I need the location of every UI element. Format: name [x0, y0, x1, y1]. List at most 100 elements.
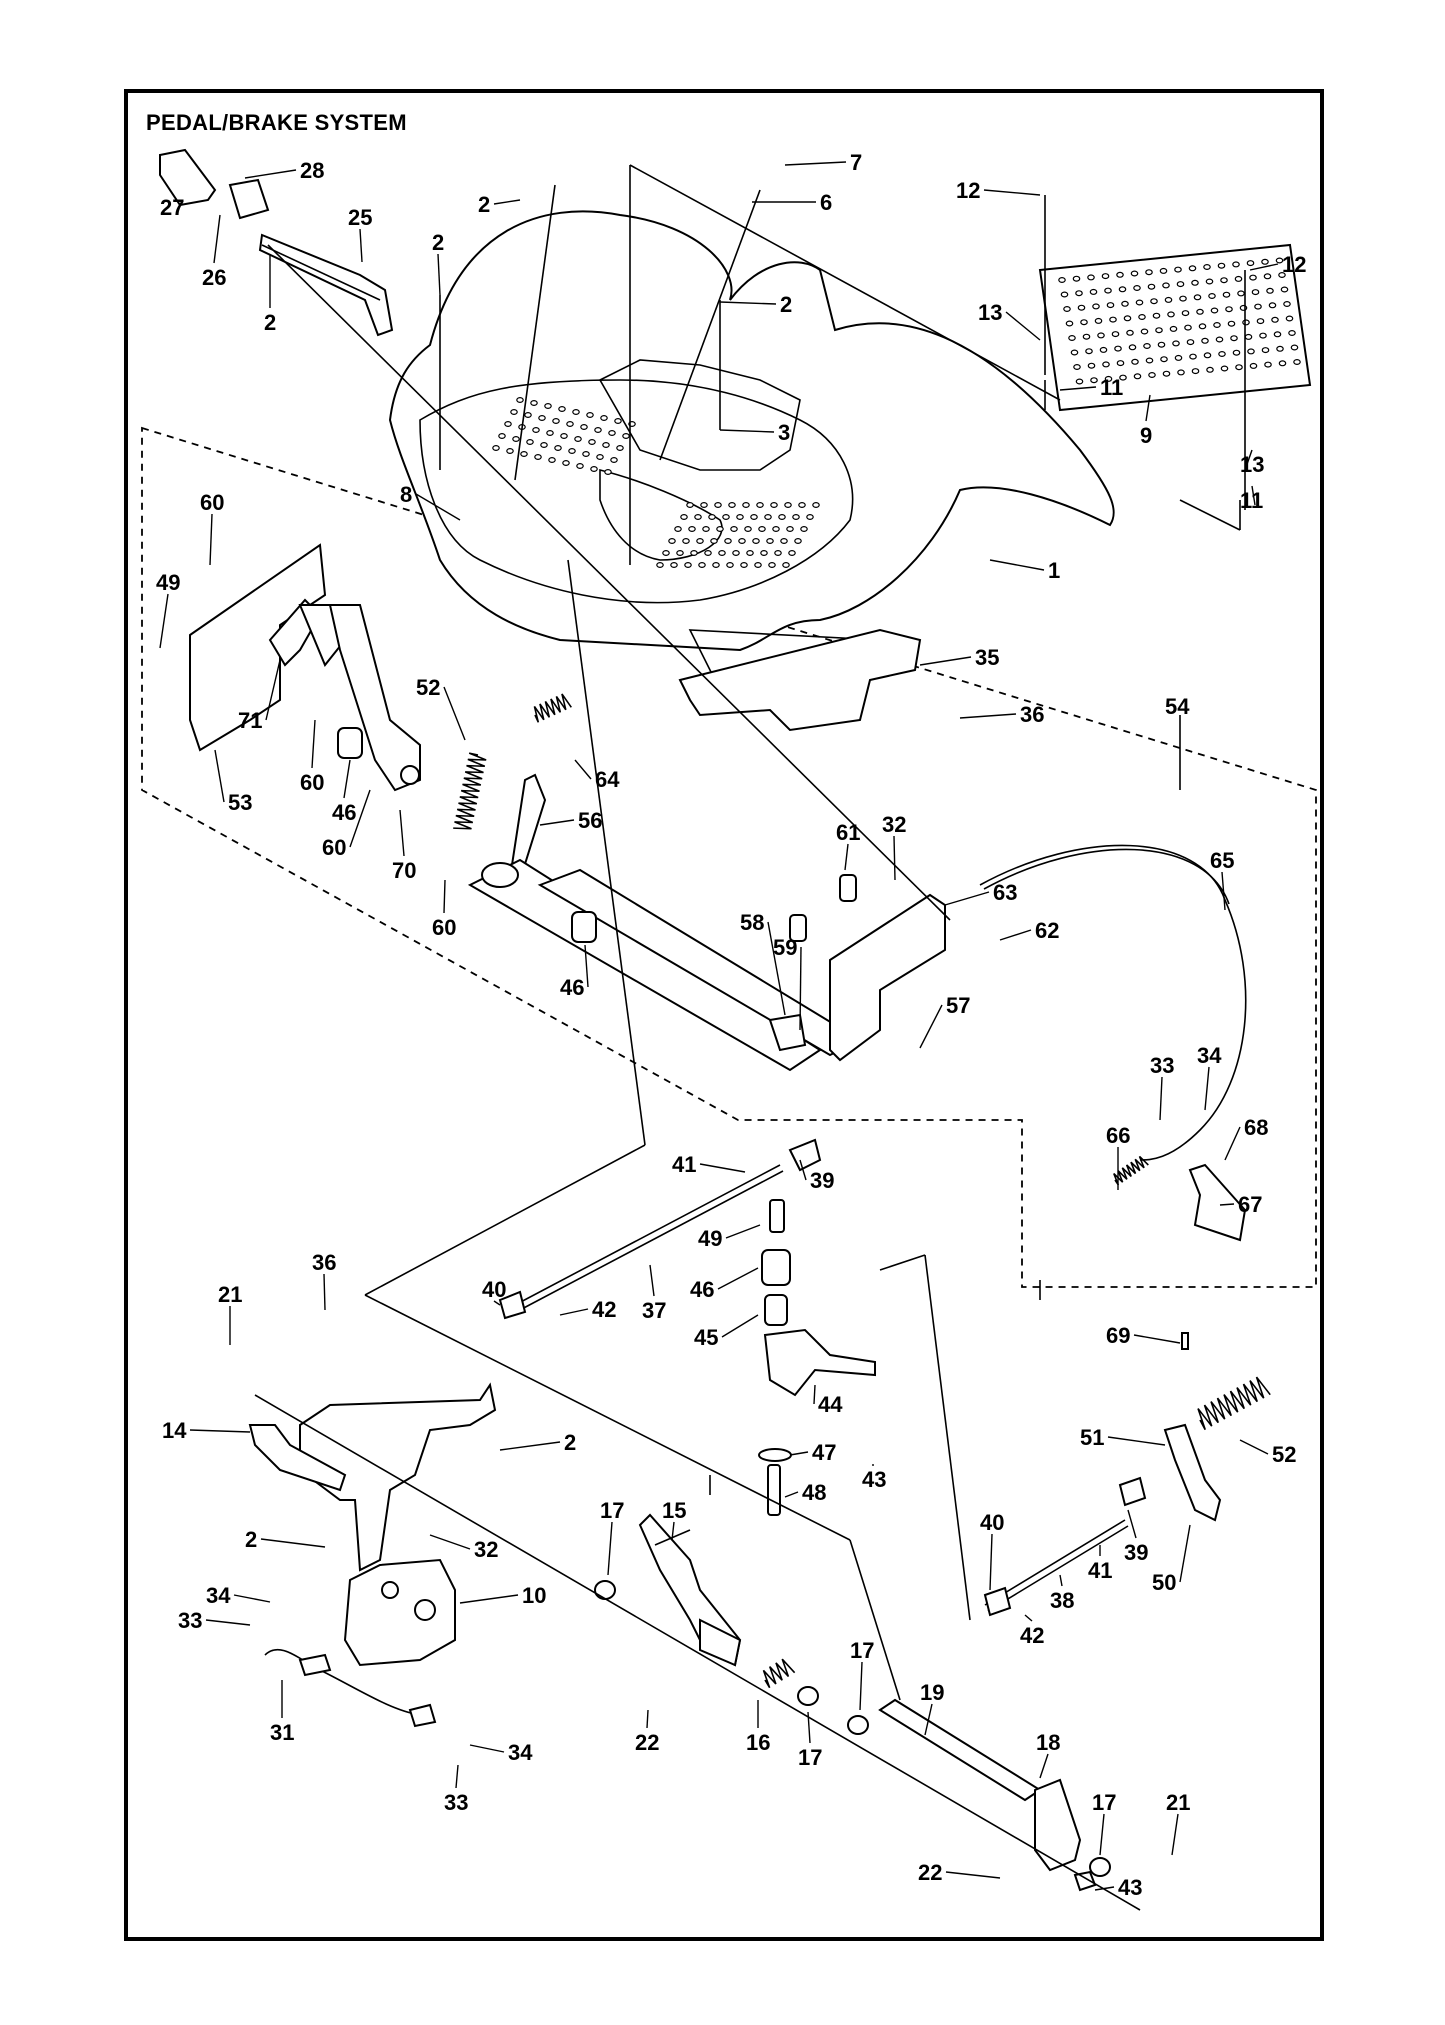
callout-54: 54	[1165, 694, 1190, 719]
hole	[1097, 332, 1105, 339]
callout-17: 17	[850, 1638, 874, 1663]
callout-17: 17	[798, 1745, 822, 1770]
hole	[534, 454, 542, 461]
callout-33: 33	[1150, 1053, 1174, 1078]
callout-1: 1	[1048, 558, 1060, 583]
hole	[716, 525, 724, 532]
hole	[708, 513, 716, 520]
hole	[668, 537, 676, 544]
hole	[1215, 336, 1224, 343]
callout-leader	[1039, 1753, 1049, 1779]
callout-40: 40	[482, 1277, 506, 1302]
callout-46: 46	[560, 975, 584, 1000]
hole	[1261, 258, 1269, 265]
hole	[560, 433, 568, 440]
hole	[1203, 264, 1211, 271]
hole	[1266, 287, 1274, 294]
hole	[1147, 283, 1156, 290]
hole	[1126, 329, 1134, 336]
hole	[566, 421, 574, 428]
callout-21: 21	[218, 1282, 242, 1307]
callout-60: 60	[300, 770, 324, 795]
callout-47: 47	[812, 1440, 836, 1465]
hole	[1172, 340, 1180, 347]
callout-leader	[493, 1300, 501, 1306]
callout-18: 18	[1036, 1730, 1060, 1755]
callout-16: 16	[746, 1730, 770, 1755]
hole	[530, 400, 538, 407]
hole	[1288, 330, 1296, 337]
callout-26: 26	[202, 265, 226, 290]
callout-32: 32	[882, 812, 906, 837]
callout-leader	[607, 1521, 613, 1576]
callout-36: 36	[1020, 702, 1044, 727]
callout-leader	[499, 1441, 561, 1451]
hole	[1186, 339, 1195, 346]
callout-22: 22	[918, 1860, 942, 1885]
callout-13: 13	[978, 300, 1002, 325]
callout-46: 46	[690, 1277, 714, 1302]
hole	[600, 415, 608, 422]
hole	[1104, 287, 1112, 294]
hole	[524, 412, 532, 419]
hole	[1082, 333, 1091, 340]
hole	[1179, 295, 1187, 302]
hole	[730, 525, 738, 532]
callout-44: 44	[818, 1392, 843, 1417]
callout-leader	[349, 789, 371, 848]
hole	[662, 549, 670, 556]
callout-leader	[767, 921, 786, 1016]
hole	[1251, 289, 1260, 296]
hole	[1232, 349, 1241, 356]
hole	[1206, 366, 1214, 373]
callout-leader	[983, 189, 1041, 196]
callout-60: 60	[322, 835, 346, 860]
callout-69: 69	[1106, 1323, 1130, 1348]
hole	[1138, 314, 1146, 321]
callout-68: 68	[1244, 1115, 1268, 1140]
hole	[1145, 269, 1153, 276]
callout-leader	[649, 1264, 655, 1297]
hole	[586, 412, 594, 419]
callout-2: 2	[264, 310, 276, 335]
hole	[1065, 320, 1074, 327]
hole	[750, 513, 758, 520]
hole	[604, 469, 612, 476]
hole	[544, 403, 552, 410]
hole	[1278, 272, 1286, 279]
hole	[1155, 327, 1163, 334]
hole	[574, 436, 582, 443]
hole	[1099, 346, 1108, 353]
spacer-61	[839, 874, 857, 902]
hole	[1196, 308, 1204, 315]
hole	[1114, 345, 1122, 352]
callout-leader	[455, 1764, 459, 1789]
callout-leader	[671, 1521, 675, 1541]
rear-bracket	[678, 628, 922, 732]
hole	[1177, 369, 1185, 376]
callout-33: 33	[178, 1608, 202, 1633]
callout-51: 51	[1080, 1425, 1104, 1450]
return-spring	[533, 693, 572, 723]
hole	[540, 442, 548, 449]
hole	[736, 513, 744, 520]
hole	[1058, 277, 1066, 284]
callout-leader	[959, 713, 1017, 719]
callout-38: 38	[1050, 1588, 1074, 1613]
hole	[1280, 286, 1289, 293]
rod-end-40b	[983, 1586, 1012, 1617]
hole	[1143, 343, 1151, 350]
callout-43: 43	[862, 1467, 886, 1492]
hole	[1140, 328, 1149, 335]
callout-leader	[159, 593, 169, 649]
hole	[674, 525, 682, 532]
callout-34: 34	[508, 1740, 533, 1765]
hole	[1293, 359, 1301, 366]
hole	[1118, 286, 1127, 293]
hole	[1213, 322, 1221, 329]
foot-plate-holes	[1058, 257, 1301, 385]
hole	[1203, 352, 1212, 359]
pin-69	[1181, 1332, 1189, 1350]
callout-leader	[807, 1711, 811, 1744]
callout-60: 60	[432, 915, 456, 940]
